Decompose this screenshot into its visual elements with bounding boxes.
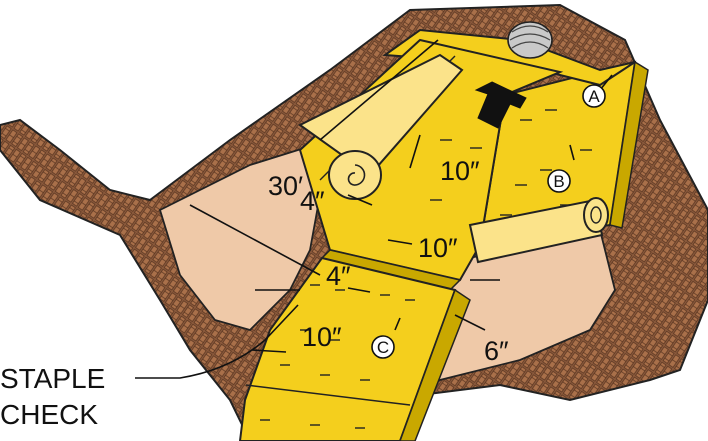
- dim-label-30ft: 30′: [268, 171, 303, 201]
- marker-c: C: [372, 336, 394, 358]
- dim-label-6in: 6″: [484, 336, 509, 366]
- marker-b: B: [548, 170, 570, 192]
- dim-label-10in-bottom: 10″: [302, 322, 342, 352]
- dim-label-4in-lower: 4″: [326, 261, 351, 291]
- svg-text:A: A: [588, 87, 600, 106]
- dim-label-10in-mid: 10″: [418, 233, 458, 263]
- anchor-ball-icon: [508, 22, 552, 58]
- svg-text:B: B: [553, 172, 564, 191]
- marker-a: A: [583, 85, 605, 107]
- dim-label-4in-upper: 4″: [300, 186, 325, 216]
- dim-label-10in-top: 10″: [440, 156, 480, 186]
- staple-check-label-line1: STAPLE: [0, 363, 105, 394]
- staple-check-label-line2: CHECK: [0, 399, 98, 430]
- svg-text:C: C: [377, 338, 389, 357]
